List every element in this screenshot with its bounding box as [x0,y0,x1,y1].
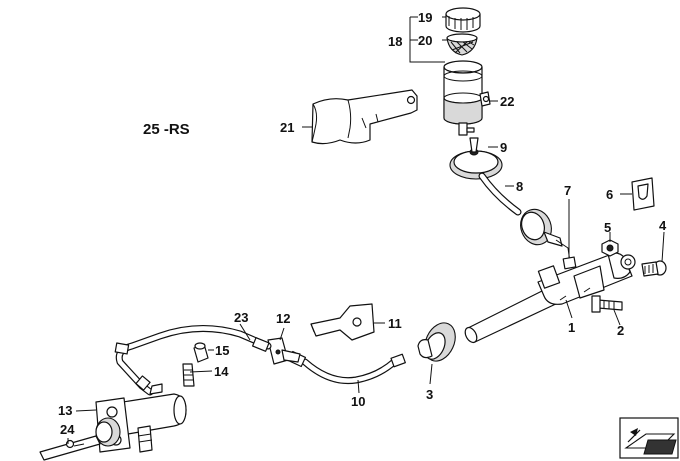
part-8-feed-hose[interactable] [478,172,563,249]
callout-15: 15 [215,343,229,358]
callout-21: 19 [418,10,432,25]
part-6-clip-nut[interactable] [631,177,655,211]
part-15-bleed-cap[interactable] [193,342,209,363]
callout-8: 8 [516,179,523,194]
part-18-pushrod[interactable] [39,435,101,461]
callout-1: 1 [568,320,575,335]
callout-18: 24 [60,422,75,437]
callout-22: 20 [418,33,432,48]
part-21-cap[interactable] [445,7,481,33]
callout-2: 2 [617,323,624,338]
callout-10: 10 [351,394,365,409]
part-24-hose-clamp[interactable] [479,91,491,107]
part-23-bracket[interactable] [311,89,418,145]
callout-23: 21 [280,120,294,135]
part-12-hose-bracket[interactable] [267,337,301,365]
callout-13: 13 [58,403,72,418]
part-10-flexible-hose[interactable] [287,350,406,385]
part-9-hose-collar[interactable] [449,137,503,180]
callout-20: 18 [388,34,402,49]
part-14-bleed-screw[interactable] [182,363,195,387]
part-11-bracket[interactable] [310,303,375,341]
callout-14: 14 [214,364,229,379]
section-code: 25 -RS [143,121,190,138]
part-3-dust-boot[interactable] [417,318,461,366]
callout-labels: 19 18 20 22 21 9 8 7 6 5 4 1 2 3 10 11 1… [58,10,667,437]
callout-5: 5 [604,220,611,235]
callout-24: 22 [500,94,514,109]
callout-12: 12 [276,311,290,326]
callout-19: 23 [234,310,248,325]
part-13-slave-cylinder[interactable] [95,383,187,453]
part-arrow-icon [619,417,679,459]
part-20-reservoir[interactable] [443,60,483,136]
part-2-bolt[interactable] [591,295,623,313]
callout-9: 9 [500,140,507,155]
part-5-nut[interactable] [601,239,619,257]
callout-7: 7 [564,183,571,198]
callout-3: 3 [426,387,433,402]
part-19-clutch-pipe[interactable] [114,325,272,396]
part-4-bolt[interactable] [641,260,667,277]
callout-11: 11 [388,316,402,331]
leader-lines [67,16,665,444]
part-22-strainer[interactable] [446,33,478,56]
callout-6: 6 [606,187,613,202]
callout-4: 4 [659,218,667,233]
part-1-master-cylinder[interactable] [463,252,636,345]
